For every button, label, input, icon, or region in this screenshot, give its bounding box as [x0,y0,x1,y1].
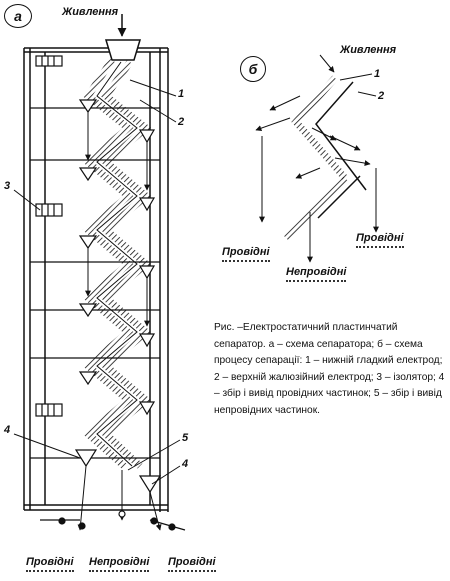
callout-lines [13,79,181,485]
output-b-conductive-right: Провідні [356,232,404,248]
callout-3: 3 [4,180,11,192]
panel-b-badge: б [240,56,266,82]
output-b-conductive-left: Провідні [222,246,270,262]
insulator-icon [35,55,63,417]
callout-1: 1 [178,88,185,100]
output-a-conductive-right: Провідні [168,556,216,572]
callout-b-2: 2 [378,90,385,102]
output-a-nonconductive: Непровідні [89,556,150,572]
callout-4-left: 4 [4,424,11,436]
panel-a-frame [23,47,169,512]
panel-b-callout-lines [339,73,377,97]
electrode-zigzag [82,58,152,469]
flow-lines [77,112,162,531]
callout-2: 2 [178,116,185,128]
output-a-conductive-left: Провідні [26,556,74,572]
panel-a-badge: а [4,4,32,28]
callout-5: 5 [182,432,189,444]
collector-trough [74,99,162,494]
callout-b-1: 1 [374,68,381,80]
panel-b-electrodes [283,75,367,241]
feed-hopper [104,39,142,61]
feed-label-a: Живлення [62,6,119,18]
callout-4-right: 4 [182,458,189,470]
output-b-nonconductive: Непровідні [286,266,347,282]
output-nodes [40,510,186,531]
feed-label-b: Живлення [340,44,397,56]
figure-caption: Рис. –Електростатичний пластинчатий сепа… [214,322,445,416]
panel-b-flows [255,54,379,263]
